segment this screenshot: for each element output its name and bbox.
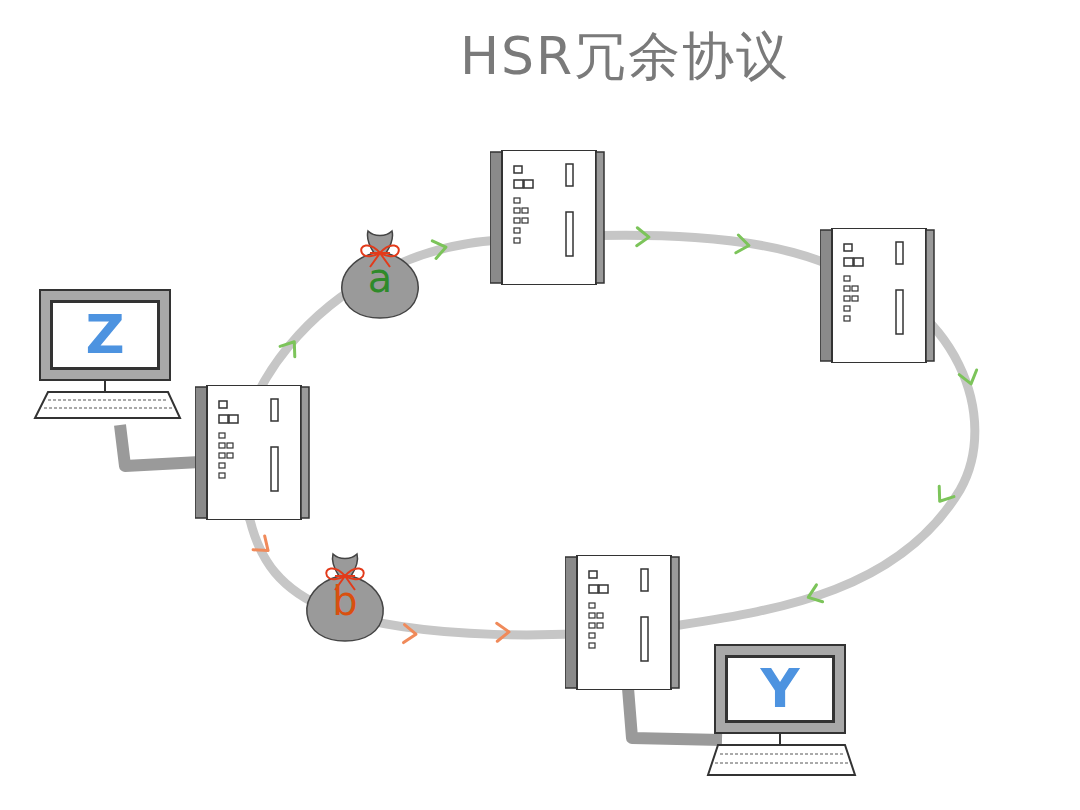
- arrow-mark: [280, 337, 302, 357]
- monitor-frame: [715, 645, 845, 733]
- frame-bag: a: [340, 225, 420, 320]
- keyboard-keys: [720, 754, 844, 755]
- arrow-mark: [637, 228, 650, 246]
- arrow-mark: [432, 238, 447, 258]
- computer-label: Z: [85, 308, 124, 362]
- frame-label: a: [368, 258, 393, 320]
- computer: [708, 645, 855, 775]
- switch: [565, 555, 679, 690]
- computer-screen: Y: [725, 655, 835, 723]
- computer-label: Y: [760, 662, 799, 716]
- keyboard-keys: [715, 763, 848, 764]
- keyboard-keys: [48, 400, 168, 401]
- keyboard-keys: [44, 408, 172, 409]
- switch: [490, 150, 604, 285]
- computer-screen: Z: [50, 300, 160, 370]
- cable: [120, 425, 200, 466]
- green-arrows: [280, 228, 980, 606]
- title: HSR冗余协议: [460, 22, 790, 92]
- frame-bag: b: [305, 548, 385, 643]
- arrow-mark: [959, 370, 979, 386]
- orange-arrows: [253, 536, 509, 643]
- monitor-stand: [779, 733, 781, 745]
- monitor-frame: [40, 290, 170, 380]
- arrow-mark: [404, 625, 417, 644]
- cable: [628, 688, 722, 740]
- arrow-mark: [736, 235, 750, 254]
- arrow-mark: [805, 585, 822, 606]
- keyboard: [708, 745, 855, 775]
- switch: [195, 385, 309, 520]
- frame-label: b: [332, 581, 357, 643]
- arrow-mark: [497, 623, 510, 641]
- keyboard: [35, 392, 180, 418]
- computer: [35, 290, 180, 418]
- monitor-stand: [104, 380, 106, 392]
- arrow-mark: [253, 536, 274, 558]
- arrow-mark: [932, 486, 954, 506]
- switch: [820, 228, 934, 363]
